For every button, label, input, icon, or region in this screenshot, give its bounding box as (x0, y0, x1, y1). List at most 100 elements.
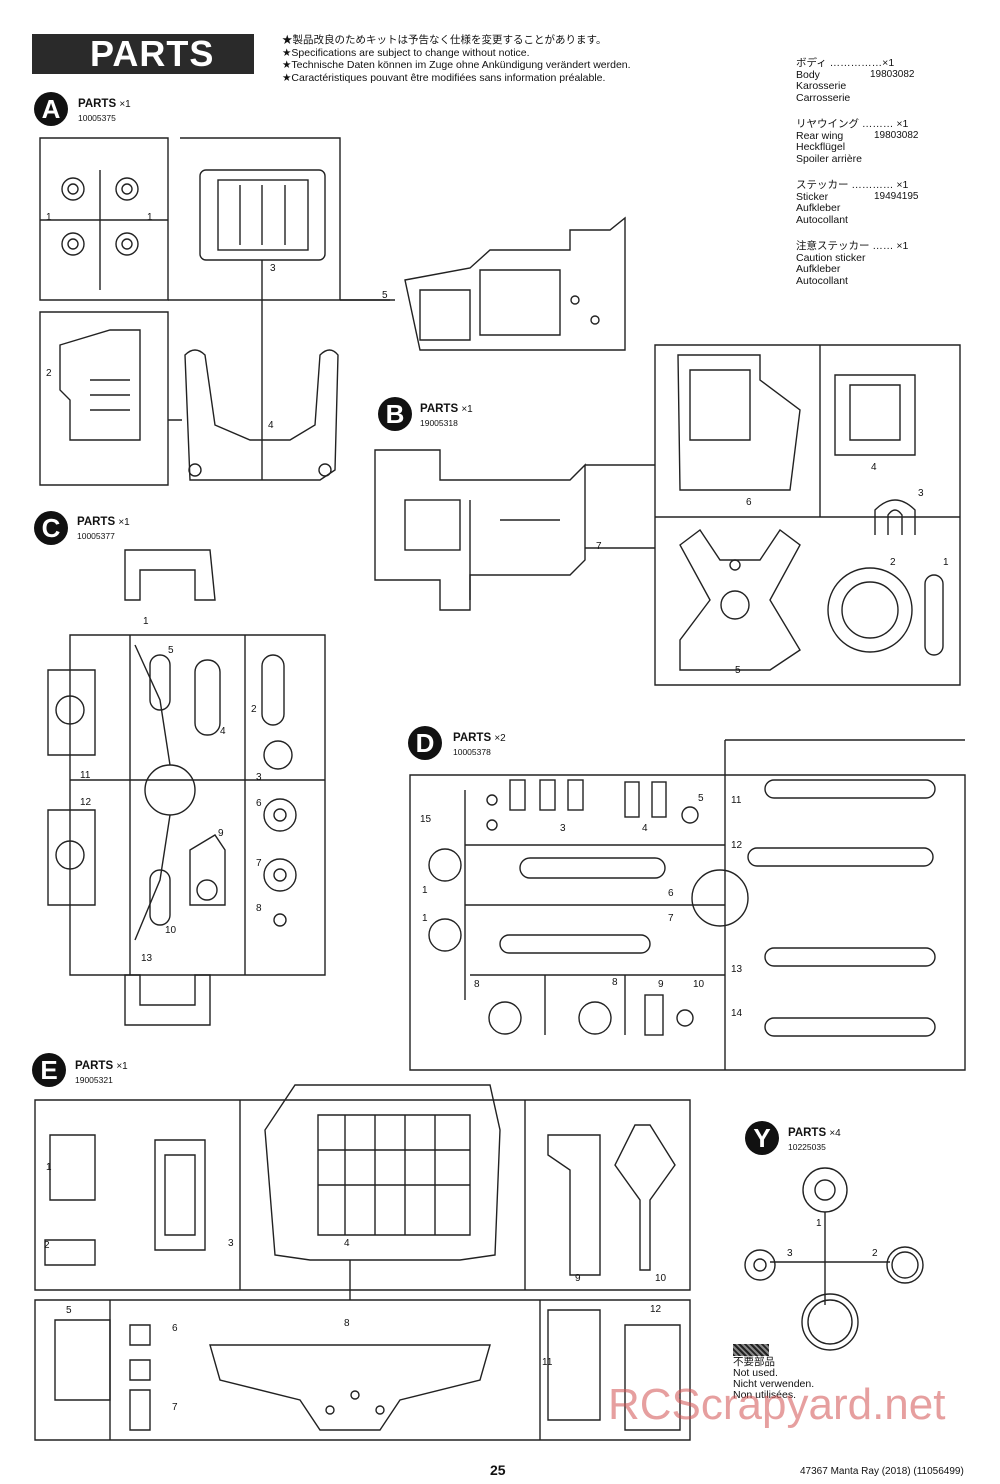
tree-d-part-num: 1 (422, 885, 428, 896)
tree-e-plate-8 (209, 1344, 491, 1431)
tree-d-part-num: 12 (731, 840, 743, 851)
tree-d-part-num: 14 (731, 1008, 743, 1019)
tree-d-badge: D (408, 726, 442, 760)
tree-d-part-num: 9 (658, 979, 664, 990)
tree-y-part-num: 3 (787, 1248, 793, 1259)
tree-c-part-num: 13 (141, 953, 153, 964)
tree-b-part-4 (834, 374, 916, 456)
side-part-de: Aufkleber (796, 263, 841, 275)
notice-de: ★Technische Daten können im Zuge ohne An… (282, 59, 631, 71)
tree-c-label: PARTS ×1 (77, 516, 130, 528)
tree-y-badge: Y (745, 1121, 779, 1155)
tree-a-part-num: 5 (382, 290, 388, 301)
tree-a-qty: ×1 (119, 99, 131, 110)
tree-y-label: PARTS ×4 (788, 1127, 841, 1139)
legend-fr: Non utilisées. (733, 1389, 797, 1401)
side-part-en: Rear wing (796, 129, 844, 142)
side-part-fr: Carrosserie (796, 91, 851, 104)
tree-e-qty: ×1 (116, 1061, 128, 1072)
side-part-jp: 注意ステッカー …… ×1 (796, 240, 909, 252)
tree-c-part-num: 11 (80, 770, 91, 781)
tree-b-qty: ×1 (461, 404, 473, 415)
watermark: RCScrapyard.net (608, 1380, 946, 1429)
tree-b-part-num: 1 (943, 557, 949, 568)
tree-b-code: 19005318 (420, 418, 458, 428)
tree-d-parts (428, 779, 936, 1037)
tree-c-part-num: 6 (256, 798, 262, 809)
tree-e-part-num: 11 (542, 1357, 553, 1368)
tree-e-badge: E (32, 1053, 66, 1087)
notice-fr: ★Caractéristiques pouvant être modifiées… (282, 71, 606, 84)
page-number: 25 (490, 1462, 506, 1478)
tree-e-part-num: 12 (650, 1304, 662, 1315)
tree-y-label-text: PARTS (788, 1127, 827, 1139)
tree-c-label-text: PARTS (77, 516, 116, 528)
tree-d-part-num: 7 (668, 913, 674, 924)
tree-e-part-num: 1 (46, 1162, 52, 1173)
not-used-swatch (733, 1344, 769, 1356)
tree-b-label-text: PARTS (420, 403, 459, 415)
side-part-de: Karosserie (796, 80, 847, 92)
tree-d-part-num: 6 (668, 888, 674, 899)
tree-d-part-num: 13 (731, 964, 743, 975)
tree-d-code: 10005378 (453, 747, 491, 757)
tree-c-part-num: 2 (251, 704, 257, 715)
legend-de: Nicht verwenden. (733, 1378, 815, 1390)
tree-y-frame (744, 1167, 924, 1351)
tree-b-part-num: 2 (890, 557, 896, 568)
tree-e-part-num: 4 (344, 1238, 350, 1249)
tree-b-part-1 (924, 574, 944, 656)
tree-e-code: 19005321 (75, 1075, 113, 1085)
tree-c-part-1 (124, 549, 216, 601)
tree-a-gearbox-3 (199, 169, 326, 261)
tree-b-part-num: 4 (871, 462, 877, 473)
tree-y-qty: ×4 (829, 1128, 841, 1139)
tree-a-part-num: 1 (147, 212, 153, 223)
tree-c-badge: C (34, 511, 68, 545)
tree-e-part-num: 5 (66, 1305, 72, 1316)
tree-b-part-num: 5 (735, 665, 741, 676)
tree-d-part-num: 15 (420, 814, 432, 825)
tree-e-part-num: 2 (44, 1240, 50, 1251)
tree-c-part-num: 9 (218, 828, 224, 839)
tree-c-part-num: 12 (80, 797, 92, 808)
tree-c-part-num: 7 (256, 858, 262, 869)
tree-e-part-num: 9 (575, 1273, 581, 1284)
tree-a-part-num: 2 (46, 368, 52, 379)
side-part-jp: リヤウイング ……… ×1 (796, 118, 909, 130)
tree-a-label-text: PARTS (78, 98, 117, 110)
side-part-rear-wing: リヤウイング ……… ×1 Rear wing Heckflügel Spoil… (796, 118, 919, 165)
tree-e-plate-4 (264, 1084, 501, 1261)
side-part-fr: Spoiler arrière (796, 152, 862, 165)
tree-y-code: 10225035 (788, 1142, 826, 1152)
tree-a-part-num: 3 (270, 263, 276, 274)
side-part-jp: ボディ ……………×1 (796, 57, 895, 69)
footer-model: 47367 Manta Ray (2018) (11056499) (800, 1466, 964, 1477)
tree-y-part-num: 1 (816, 1218, 822, 1229)
tree-e-frame (34, 1099, 691, 1441)
tree-d-part-num: 3 (560, 823, 566, 834)
tree-d-part-num: 11 (731, 795, 742, 806)
tree-d-label-text: PARTS (453, 732, 492, 744)
tree-d-part-num: 4 (642, 823, 648, 834)
tree-d-qty: ×2 (494, 733, 506, 744)
tree-a-code: 10005375 (78, 113, 116, 123)
legend-en: Not used. (733, 1367, 778, 1379)
tree-b-part-7 (374, 449, 586, 611)
tree-a-part-2 (59, 329, 141, 441)
side-part-caution-sticker: 注意ステッカー …… ×1 Caution sticker Aufkleber … (796, 240, 909, 287)
tree-e-label-text: PARTS (75, 1060, 114, 1072)
notice-block: ★製品改良のためキットは予告なく仕様を変更することがあります。 ★Specifi… (282, 34, 631, 84)
legend-jp: 不要部品 (733, 1356, 775, 1368)
tree-d-part-num: 8 (474, 979, 480, 990)
tree-b-part-6 (677, 354, 801, 491)
tree-c-part-13 (124, 974, 211, 1026)
tree-d-part-num: 5 (698, 793, 704, 804)
tree-b-frame (585, 344, 961, 686)
tree-a-frame (39, 137, 395, 486)
tree-d-label: PARTS ×2 (453, 732, 506, 744)
not-used-legend: 不要部品 Not used. Nicht verwenden. Non util… (733, 1357, 814, 1401)
tree-d-part-num: 10 (693, 979, 705, 990)
tree-c-qty: ×1 (118, 517, 130, 528)
